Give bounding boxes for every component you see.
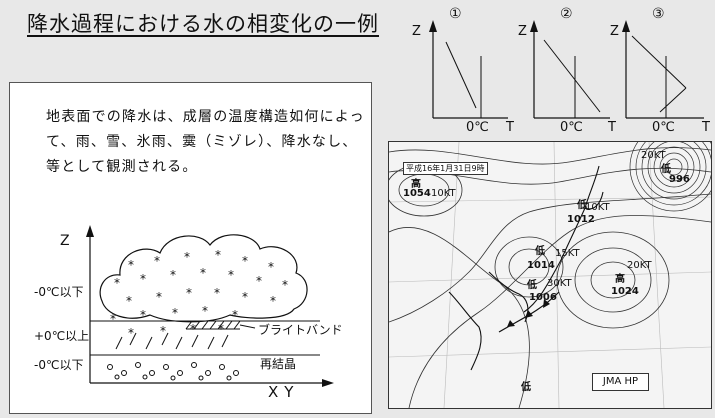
- svg-text:*: *: [202, 304, 208, 318]
- graph-z: Z: [518, 24, 527, 39]
- svg-text:*: *: [256, 274, 262, 288]
- explanation-panel: 地表面での降水は、成層の温度構造如何によって、雨、雪、氷雨、霙（ミゾレ）、降水な…: [9, 82, 372, 414]
- svg-text:*: *: [128, 326, 134, 340]
- z-axis-arrow: [86, 225, 94, 237]
- system-low-2-pressure: 1012: [567, 214, 595, 225]
- bright-band-hatch: [185, 320, 241, 330]
- svg-text:*: *: [268, 260, 274, 274]
- graph-zero: 0℃: [466, 120, 489, 135]
- system-high-1: 高: [411, 179, 421, 190]
- graph-z: Z: [412, 24, 421, 39]
- system-low-1-pressure: 996: [669, 174, 690, 185]
- graph-zero: 0℃: [652, 120, 675, 135]
- system-high-2-pressure: 1024: [611, 286, 639, 297]
- bright-band-label: ブライトバンド: [258, 323, 343, 337]
- graph-t: T: [506, 120, 514, 135]
- system-high-2-wind: 20KT: [627, 260, 652, 271]
- svg-text:*: *: [160, 324, 166, 338]
- axis-xy-label: XY: [268, 383, 300, 401]
- svg-text:*: *: [186, 286, 192, 300]
- svg-text:*: *: [242, 254, 248, 268]
- system-high-1-pressure: 1054: [403, 188, 431, 199]
- svg-text:*: *: [140, 308, 146, 322]
- temperature-profile: [631, 35, 687, 89]
- temperature-profile-return: [659, 87, 687, 113]
- svg-text:*: *: [270, 294, 276, 308]
- svg-text:*: *: [114, 276, 120, 290]
- system-low-3: 低: [535, 246, 545, 257]
- svg-text:*: *: [282, 278, 288, 292]
- system-low-4: 低: [527, 280, 537, 291]
- xy-axis-arrow: [322, 379, 334, 387]
- svg-text:*: *: [156, 290, 162, 304]
- system-low-4-wind: 30KT: [547, 278, 572, 289]
- map-date: 平成16年1月31日9時: [403, 162, 488, 175]
- temperature-graph-3: ③ Z 0℃ T: [610, 6, 711, 135]
- graph-z: Z: [610, 24, 619, 39]
- svg-text:*: *: [184, 250, 190, 264]
- graph-number: ②: [560, 6, 573, 22]
- svg-text:*: *: [172, 306, 178, 320]
- system-low-3-pressure: 1014: [527, 260, 555, 271]
- svg-text:*: *: [232, 308, 238, 322]
- svg-text:*: *: [110, 312, 116, 326]
- system-high-1-wind: 10KT: [431, 188, 456, 199]
- system-low-5: 低: [521, 382, 531, 393]
- page-title: 降水過程における水の相変化の一例: [27, 12, 379, 36]
- snowflakes: ****** ******* ****** ***** ****: [110, 248, 288, 340]
- cloud-diagram: ****** ******* ****** ***** ****: [86, 225, 334, 387]
- ice-pellets: [107, 362, 239, 381]
- layer-top-label: -0℃以下: [34, 285, 84, 299]
- temperature-graph-1: ① Z 0℃ T: [412, 6, 514, 135]
- system-low-2-wind: 10KT: [585, 202, 610, 213]
- system-low-1-wind: 20KT: [641, 150, 666, 161]
- svg-text:*: *: [154, 254, 160, 268]
- system-high-2: 高: [615, 274, 625, 285]
- explanation-text: 地表面での降水は、成層の温度構造如何によって、雨、雪、氷雨、霙（ミゾレ）、降水な…: [46, 109, 365, 175]
- map-credit: JMA HP: [592, 373, 649, 391]
- layer-mid-label: +0℃以上: [34, 329, 90, 343]
- system-low-3-wind: 15KT: [555, 248, 580, 259]
- svg-text:*: *: [170, 268, 176, 282]
- rain-streaks: [115, 332, 229, 350]
- graph-zero: 0℃: [560, 120, 583, 135]
- graph-number: ①: [449, 6, 462, 22]
- svg-text:*: *: [228, 268, 234, 282]
- graph-t: T: [702, 120, 710, 135]
- axis-z-label: Z: [60, 233, 70, 249]
- weather-map: 平成16年1月31日9時 高 1054 10KT 低 996 20KT 低 10…: [388, 141, 712, 409]
- svg-text:*: *: [126, 294, 132, 308]
- refreeze-label: 再結晶: [260, 357, 297, 371]
- system-low-4-pressure: 1006: [529, 292, 557, 303]
- svg-text:*: *: [128, 258, 134, 272]
- svg-text:*: *: [200, 266, 206, 280]
- system-low-2: 低: [577, 200, 587, 211]
- temperature-profile: [543, 39, 601, 113]
- system-low-1: 低: [661, 164, 671, 175]
- temperature-profile: [445, 41, 477, 109]
- weather-map-lines: [389, 142, 711, 408]
- graph-t: T: [608, 120, 616, 135]
- bright-band-pointer: [239, 324, 256, 329]
- cloud-outline: [99, 234, 308, 323]
- svg-text:*: *: [214, 286, 220, 300]
- graph-number: ③: [652, 6, 665, 22]
- layer-bottom-label: -0℃以下: [34, 358, 84, 372]
- svg-text:*: *: [215, 248, 221, 262]
- svg-text:*: *: [242, 290, 248, 304]
- svg-text:*: *: [140, 272, 146, 286]
- temperature-graph-2: ② Z 0℃ T: [518, 6, 616, 135]
